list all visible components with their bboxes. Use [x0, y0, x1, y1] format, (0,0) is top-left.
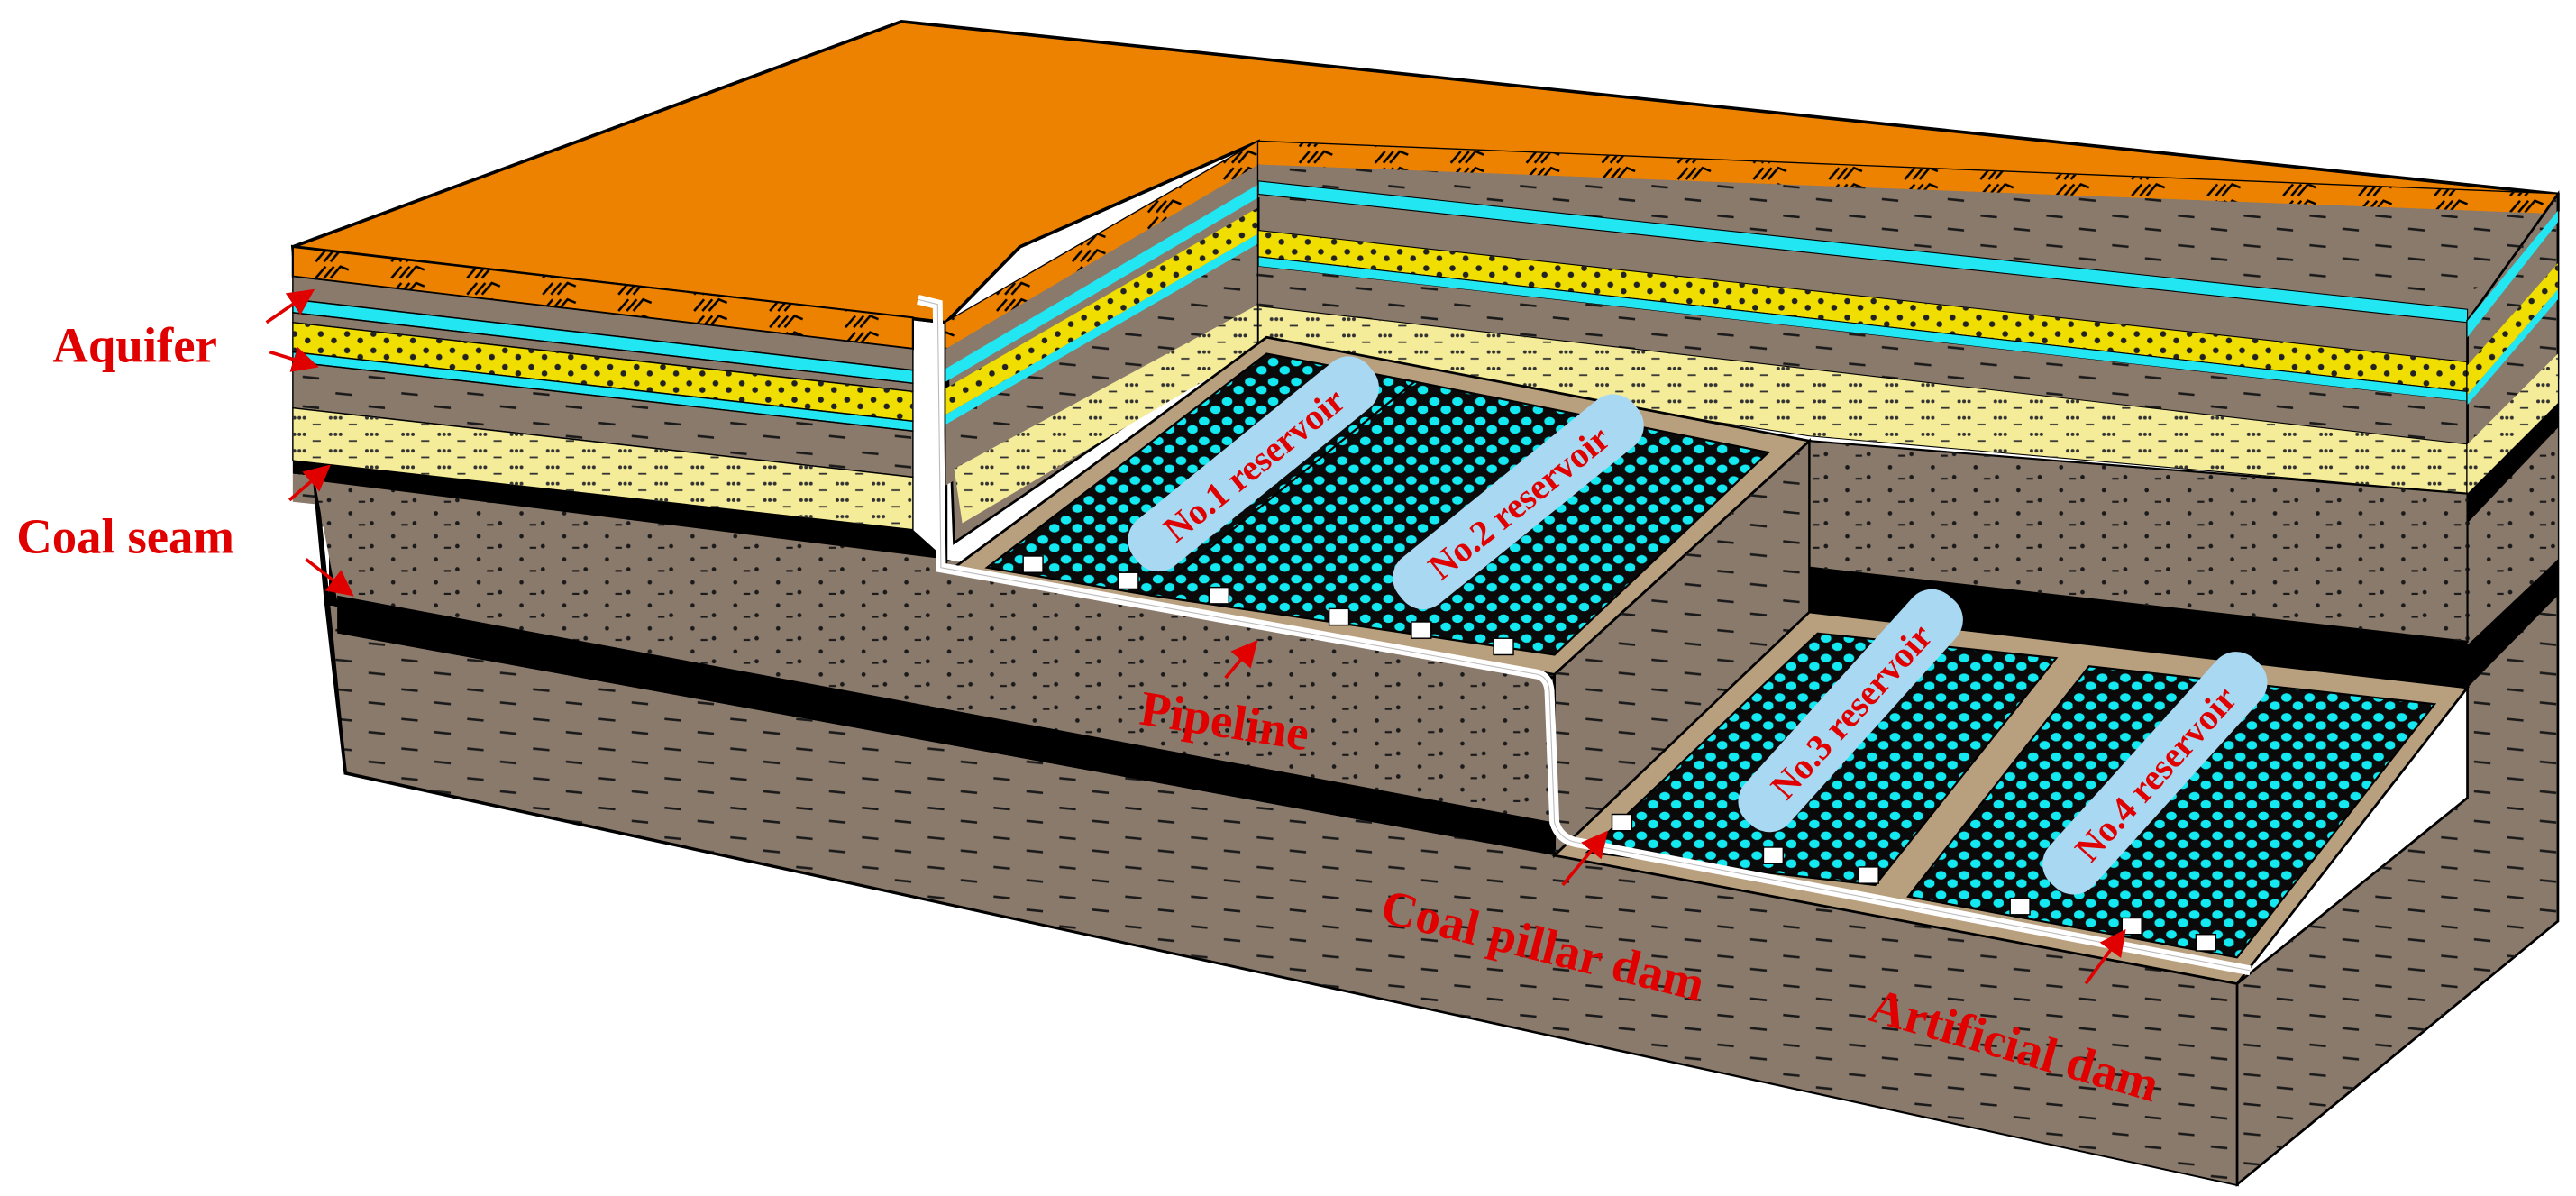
cut-wall-diagonal: [944, 139, 1268, 545]
artificial-dam-arrow: [2084, 928, 2126, 985]
coal-seam-arrow-upper: [288, 464, 331, 502]
left-top-band: [291, 245, 946, 560]
coal-pillar-dam-arrow: [1561, 830, 1609, 887]
aquifer-label: Aquifer: [52, 318, 216, 373]
coal-seam-label: Coal seam: [16, 508, 234, 563]
left-front-face: [290, 244, 2239, 1187]
aquifer-arrow-lower: [269, 346, 319, 372]
aquifer-arrow-upper: [265, 288, 315, 324]
right-side-face: [2235, 190, 2560, 1188]
artificial-dams: [1022, 555, 2217, 952]
coal-seam-arrow-lower: [305, 558, 354, 597]
pipeline-arrow: [1224, 639, 1258, 680]
back-wall: [1256, 140, 2560, 495]
pipeline: [917, 294, 2252, 976]
